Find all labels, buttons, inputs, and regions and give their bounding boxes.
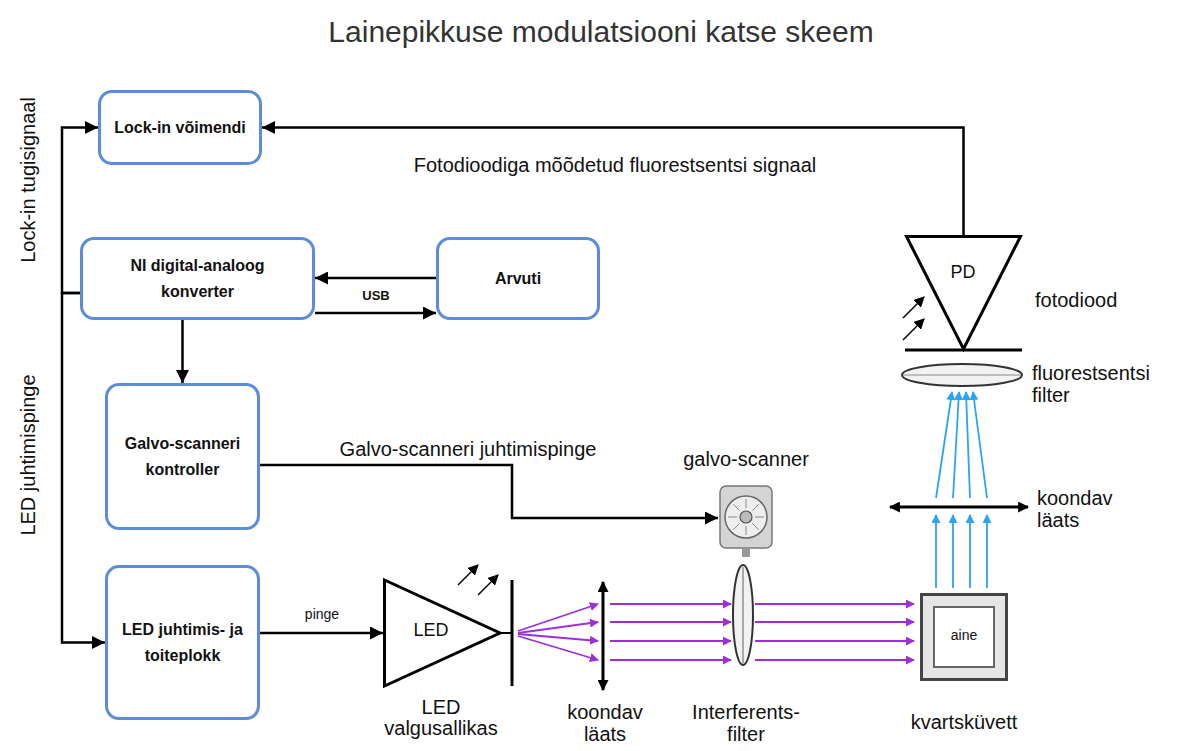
amplifier-box: Lock-in võimendi	[98, 90, 262, 165]
quartz-cuvette: ainekvartsküvett	[920, 593, 1008, 681]
part-name: LED valgusallikas	[371, 697, 511, 739]
galvo-spoke	[733, 523, 739, 529]
part-name: galvo-scanner	[683, 448, 809, 470]
galvo-spoke	[755, 517, 764, 518]
filter-edge	[903, 375, 1021, 376]
lens-label: koondav läats	[558, 701, 653, 745]
galvo-body	[720, 486, 772, 548]
led-triangle	[385, 580, 501, 686]
filter-label: fluorestsentsi filter	[1032, 362, 1182, 406]
connector-label: pinge	[302, 606, 342, 622]
galvo-spoke	[746, 526, 747, 535]
light-ray	[518, 622, 598, 633]
connector-label: USB	[359, 289, 392, 304]
light-ray	[610, 621, 731, 623]
emission-arrows	[458, 565, 498, 595]
galvo-scanner: galvo-scanner	[718, 478, 774, 558]
signal-connector	[260, 465, 718, 518]
incident-light-arrows	[903, 297, 924, 340]
light-ray	[953, 392, 959, 498]
connector-label: Lock-in tugisignaal	[17, 94, 40, 266]
fluorescence-rays	[936, 392, 987, 588]
light-ray	[973, 392, 987, 498]
light-ray	[518, 636, 598, 660]
converter-box: NI digital-analoog konverter	[80, 237, 315, 320]
signal-connector	[262, 128, 964, 236]
fluorescence-filter	[902, 364, 1022, 386]
driver-box: LED juhtimis- ja toiteplokk	[105, 565, 260, 720]
symbol-label: aine	[951, 628, 977, 643]
light-ray	[755, 640, 914, 642]
controller-box: Galvo-scanneri kontroller	[105, 383, 260, 530]
signal-connector	[260, 632, 383, 635]
cuvette-wall	[922, 595, 1007, 680]
cuvette-inner	[934, 607, 994, 667]
led-outline	[383, 578, 515, 688]
converging-lens	[602, 582, 605, 690]
excitation-rays	[518, 604, 914, 660]
pd-bar	[905, 349, 1022, 352]
pd-outline	[905, 235, 1022, 353]
led-lead	[500, 632, 512, 634]
symbol-label: PD	[950, 263, 975, 283]
photodiode-symbol: PDfotodiood	[905, 235, 1022, 353]
part-name: kvartsküvett	[911, 711, 1018, 733]
galvo-spoke	[752, 504, 758, 510]
emission-arrow	[458, 565, 478, 585]
galvo-spoke	[746, 499, 747, 508]
galvo-spoke	[728, 517, 737, 518]
connector-label: LED juhtimispinge	[17, 371, 40, 538]
signal-connector	[62, 293, 105, 643]
light-ray	[755, 603, 914, 605]
light-ray	[966, 392, 970, 498]
connector-label: Galvo-scanneri juhtimispinge	[337, 438, 600, 461]
filter-edge	[742, 567, 743, 663]
pd-triangle	[907, 237, 1021, 350]
light-arrow	[903, 319, 924, 340]
light-ray	[986, 515, 988, 588]
light-ray	[755, 659, 914, 661]
box-label: Lock-in võimendi	[114, 115, 246, 141]
signal-connector	[181, 320, 184, 383]
galvo-rotor	[725, 496, 767, 538]
box-label: Arvuti	[495, 266, 541, 292]
led-symbol: LEDLED valgusallikas	[383, 578, 515, 688]
part-name: fotodiood	[1035, 289, 1117, 311]
box-label: Galvo-scanneri kontroller	[118, 431, 247, 482]
symbol-label: LED	[413, 621, 448, 641]
galvo-outline	[718, 478, 774, 558]
galvo-shaft	[740, 511, 752, 523]
lens-label: koondav läats	[1037, 487, 1132, 531]
light-ray	[755, 621, 914, 623]
diagram-title: Lainepikkuse modulatsiooni katse skeem	[0, 14, 1202, 50]
light-arrow	[903, 297, 924, 318]
signal-connector	[315, 312, 436, 315]
converging-lens	[890, 506, 1028, 509]
computer-box: Arvuti	[436, 237, 600, 320]
interference-filter	[733, 565, 753, 665]
connector-label: Fotodioodiga mõõdetud fluorestsentsi sig…	[411, 154, 819, 177]
light-ray	[952, 515, 954, 588]
box-label: NI digital-analoog konverter	[93, 253, 302, 304]
light-ray	[969, 515, 971, 588]
light-ray	[936, 392, 952, 498]
light-ray	[610, 603, 731, 605]
filter-label: Interferents-filter	[684, 701, 809, 745]
galvo-spoke	[733, 504, 739, 510]
emission-arrow	[478, 575, 498, 595]
light-ray	[935, 515, 937, 588]
light-ray	[610, 640, 731, 642]
box-label: LED juhtimis- ja toiteplokk	[118, 617, 247, 668]
galvo-mount	[742, 548, 750, 557]
light-ray	[610, 659, 731, 661]
galvo-spoke	[752, 523, 758, 529]
signal-connector	[315, 277, 436, 280]
